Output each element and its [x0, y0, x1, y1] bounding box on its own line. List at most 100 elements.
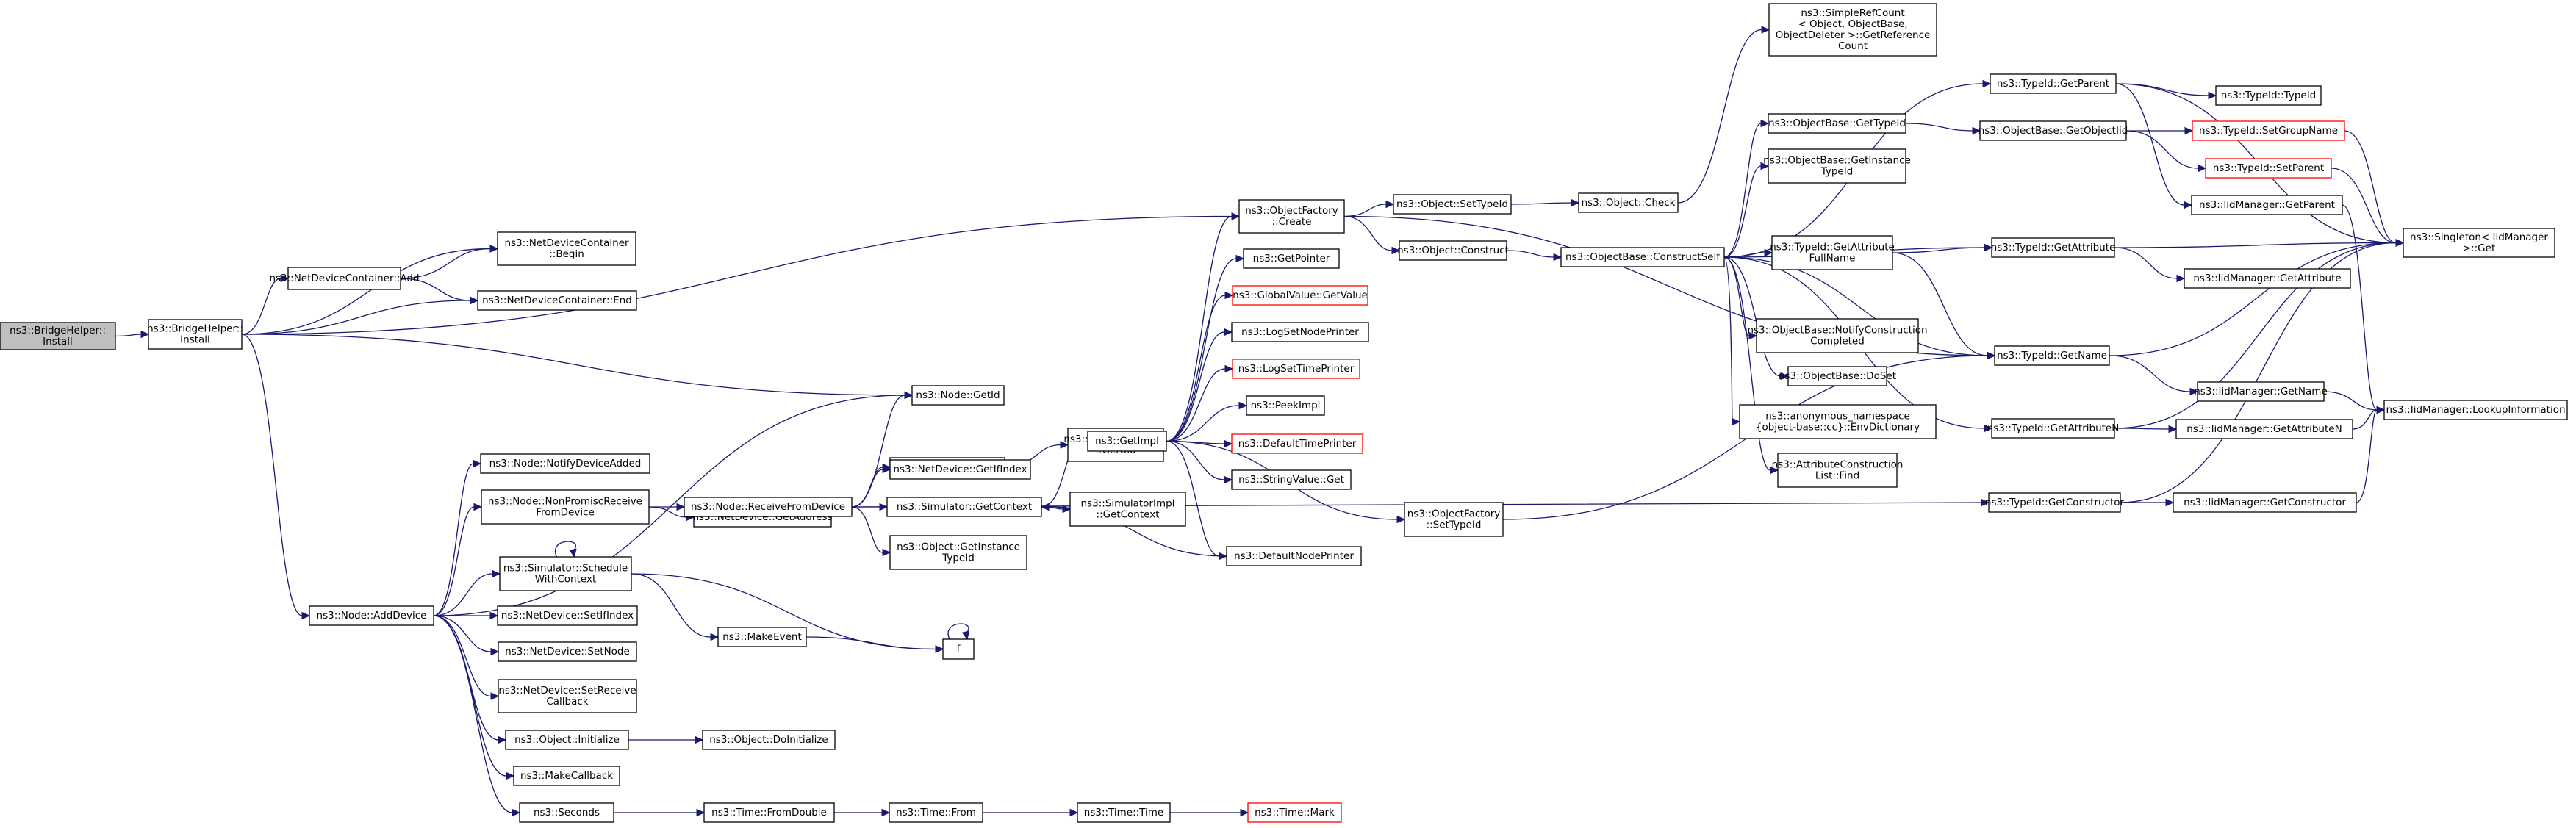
node-getimpl[interactable]: ns3::GetImpl [1087, 431, 1167, 452]
node-bh-install2[interactable]: ns3::BridgeHelper::Install [147, 319, 243, 350]
node-obj-check[interactable]: ns3::Object::Check [1578, 192, 1679, 213]
node-anon-envdict[interactable]: ns3::anonymous_namespace{object-base::cc… [1739, 404, 1937, 439]
node-box [1399, 240, 1507, 261]
call-edge-makeevent-to-f [806, 636, 944, 653]
node-node-getid[interactable]: ns3::Node::GetId [911, 385, 1005, 406]
call-edge-tid_getattrn-to-iid_getattrn [2114, 425, 2178, 433]
call-edge-tid_getattr-to-singleton_get [2114, 239, 2405, 248]
node-tid-getname[interactable]: ns3::TypeId::GetName [1994, 345, 2110, 366]
node-label-line: ns3::MakeCallback [520, 770, 613, 782]
node-tid-setparent[interactable]: ns3::TypeId::SetParent [2205, 158, 2332, 179]
node-time-from[interactable]: ns3::Time::From [889, 802, 983, 823]
node-defnodeprinter[interactable]: ns3::DefaultNodePrinter [1226, 546, 1362, 566]
node-sim-getctx[interactable]: ns3::Simulator::GetContext [886, 497, 1042, 517]
node-obj-construct[interactable]: ns3::Object::Construct [1397, 240, 1509, 261]
node-label-line: ns3::IidManager::GetAttributeN [2186, 423, 2342, 435]
node-nd-setifindex[interactable]: ns3::NetDevice::SetIfIndex [497, 605, 638, 626]
node-of-settypeid[interactable]: ns3::ObjectFactory::SetTypeId [1404, 502, 1504, 537]
node-nd-setnode[interactable]: ns3::NetDevice::SetNode [498, 641, 637, 662]
node-box [513, 766, 620, 786]
node-tid-getattrn[interactable]: ns3::TypeId::GetAttributeN [1987, 418, 2120, 439]
node-strval-get[interactable]: ns3::StringValue::Get [1231, 469, 1352, 490]
node-getpointer[interactable]: ns3::GetPointer [1243, 248, 1340, 269]
node-seconds[interactable]: ns3::Seconds [519, 802, 614, 823]
node-tid-typeid[interactable]: ns3::TypeId::TypeId [2215, 85, 2322, 106]
node-box [1990, 73, 2117, 94]
node-box [498, 641, 637, 662]
node-ndc-begin[interactable]: ns3::NetDeviceContainer::Begin [497, 231, 636, 266]
node-logsetnode[interactable]: ns3::LogSetNodePrinter [1231, 322, 1369, 342]
node-obj-settypeid[interactable]: ns3::Object::SetTypeId [1393, 194, 1512, 215]
node-obj-init[interactable]: ns3::Object::Initialize [505, 730, 629, 750]
node-ob-doset[interactable]: ns3::ObjectBase::DoSet [1779, 366, 1896, 386]
node-logsettime[interactable]: ns3::LogSetTimePrinter [1232, 359, 1360, 379]
call-edge-node_add-to-nd_setifindex [434, 611, 499, 620]
node-tid-getattr[interactable]: ns3::TypeId::GetAttribute [1991, 237, 2116, 258]
node-box [1077, 802, 1171, 823]
call-edge-node_recv-to-obj_getinsttid [851, 506, 891, 557]
node-box [1226, 546, 1362, 566]
call-edge-tid_getctor-to-iid_getctor [2120, 498, 2175, 507]
node-label-line: ns3::TypeId::GetParent [1997, 78, 2109, 90]
node-label-line: ns3::Object::Initialize [514, 734, 620, 746]
node-iid-getctor[interactable]: ns3::IidManager::GetConstructor [2173, 492, 2357, 513]
node-label-line: FromDevice [536, 507, 595, 519]
node-f[interactable]: f [942, 638, 975, 660]
node-box [2215, 85, 2322, 106]
node-label-line: ns3::TypeId::GetConstructor [1985, 497, 2125, 508]
node-iid-getparent[interactable]: ns3::IidManager::GetParent [2191, 195, 2343, 215]
node-gv-getvalue[interactable]: ns3::GlobalValue::GetValue [1232, 285, 1368, 306]
node-ob-getobjectiid[interactable]: ns3::ObjectBase::GetObjectIid [1978, 120, 2128, 141]
node-label-line: ns3::PeekImpl [1251, 400, 1321, 411]
node-tid-getparent[interactable]: ns3::TypeId::GetParent [1990, 73, 2117, 94]
node-box [1768, 3, 1937, 57]
call-edge-of_create-to-obj_settypeid [1343, 200, 1395, 217]
call-edge-ob_getobjectiid-to-tid_setgroup [2126, 126, 2194, 135]
node-src-getref[interactable]: ns3::SimpleRefCount< Object, ObjectBase,… [1768, 3, 1937, 57]
node-time-fromdouble[interactable]: ns3::Time::FromDouble [703, 802, 835, 823]
node-singleton-get[interactable]: ns3::Singleton< IidManager>::Get [2403, 228, 2555, 258]
node-label-line: ns3::TypeId::SetGroupName [2199, 125, 2338, 137]
node-tid-setgroup[interactable]: ns3::TypeId::SetGroupName [2192, 120, 2345, 141]
call-edge-ob_constructself-to-anon_envdict [1723, 256, 1741, 426]
node-iid-getattrn[interactable]: ns3::IidManager::GetAttributeN [2175, 419, 2353, 439]
call-edge-node_add-to-obj_init [433, 615, 507, 744]
node-node-recv[interactable]: ns3::Node::ReceiveFromDevice [684, 497, 853, 517]
node-node-notify[interactable]: ns3::Node::NotifyDeviceAdded [480, 453, 650, 474]
node-makeevent[interactable]: ns3::MakeEvent [717, 627, 807, 647]
node-tid-getctor[interactable]: ns3::TypeId::GetConstructor [1985, 492, 2125, 513]
node-box [1243, 248, 1340, 269]
node-of-create[interactable]: ns3::ObjectFactory::Create [1238, 199, 1345, 234]
node-ob-notify[interactable]: ns3::ObjectBase::NotifyConstructionCompl… [1747, 318, 1928, 353]
node-label-line: ns3::IidManager::LookupInformation [2386, 404, 2565, 416]
node-box [1393, 194, 1512, 215]
node-ndc-add[interactable]: ns3::NetDeviceContainer::Add [269, 267, 420, 290]
node-ob-gettypeid[interactable]: ns3::ObjectBase::GetTypeId [1768, 113, 1906, 134]
node-label-line: Callback [546, 696, 588, 708]
node-box [1578, 192, 1679, 213]
node-deftimeprinter[interactable]: ns3::DefaultTimePrinter [1231, 433, 1363, 454]
node-node-add[interactable]: ns3::Node::AddDevice [309, 605, 434, 626]
node-time-time[interactable]: ns3::Time::Time [1077, 802, 1171, 823]
node-nd-getifindex[interactable]: ns3::NetDevice::GetIfIndex [889, 459, 1031, 480]
node-peekimpl[interactable]: ns3::PeekImpl [1246, 395, 1325, 416]
node-ndc-end[interactable]: ns3::NetDeviceContainer::End [477, 290, 637, 311]
call-edge-node_add-to-seconds [433, 615, 521, 817]
node-iid-lookup[interactable]: ns3::IidManager::LookupInformation [2383, 400, 2568, 420]
node-iid-getname[interactable]: ns3::IidManager::GetName [2194, 381, 2328, 402]
node-time-mark[interactable]: ns3::Time::Mark [1247, 802, 1342, 823]
node-obj-doinit[interactable]: ns3::Object::DoInitialize [702, 730, 836, 750]
node-makecb[interactable]: ns3::MakeCallback [513, 766, 620, 786]
node-ob-constructself[interactable]: ns3::ObjectBase::ConstructSelf [1560, 247, 1725, 267]
node-simimpl-getctx[interactable]: ns3::SimulatorImpl::GetContext [1069, 492, 1186, 527]
node-label-line: ns3::ObjectFactory [1245, 205, 1338, 217]
node-iid-getattr[interactable]: ns3::IidManager::GetAttribute [2184, 268, 2351, 289]
